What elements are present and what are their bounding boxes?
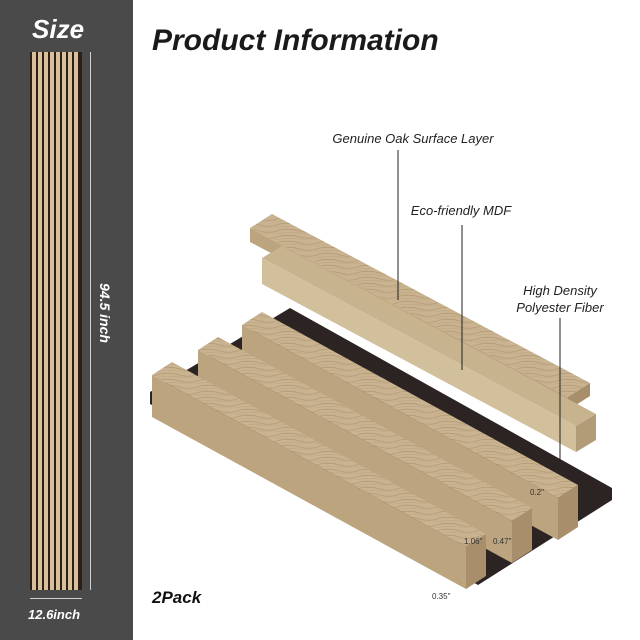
- gap-dim: 0.47": [493, 537, 512, 546]
- width-label: 12.6inch: [28, 607, 81, 622]
- slat-width-dim: 1.06": [464, 537, 483, 546]
- mdf-core-layer: [262, 246, 596, 452]
- fiber-callout-line1: High Density: [523, 283, 597, 298]
- mdf-callout: Eco-friendly MDF: [410, 203, 512, 218]
- slat-1: [152, 362, 486, 589]
- slat-height-dim: 0.35": [432, 592, 451, 601]
- fiber-callout-line2: Polyester Fiber: [516, 300, 604, 315]
- width-dimension-line: [30, 598, 82, 599]
- product-title: Product Information: [152, 24, 439, 57]
- size-panel: Size 94.5 inch 12.6inch: [0, 0, 133, 640]
- pack-label: 2Pack: [152, 588, 202, 607]
- slat-top-dim: 0.2": [530, 488, 544, 497]
- slat-stripes: [30, 52, 82, 590]
- fiber-callout: High Density Polyester Fiber: [500, 282, 620, 316]
- height-dimension-line: [90, 52, 91, 590]
- size-title: Size: [32, 14, 85, 44]
- acoustic-panel-preview: [30, 52, 82, 590]
- oak-callout: Genuine Oak Surface Layer: [332, 131, 494, 146]
